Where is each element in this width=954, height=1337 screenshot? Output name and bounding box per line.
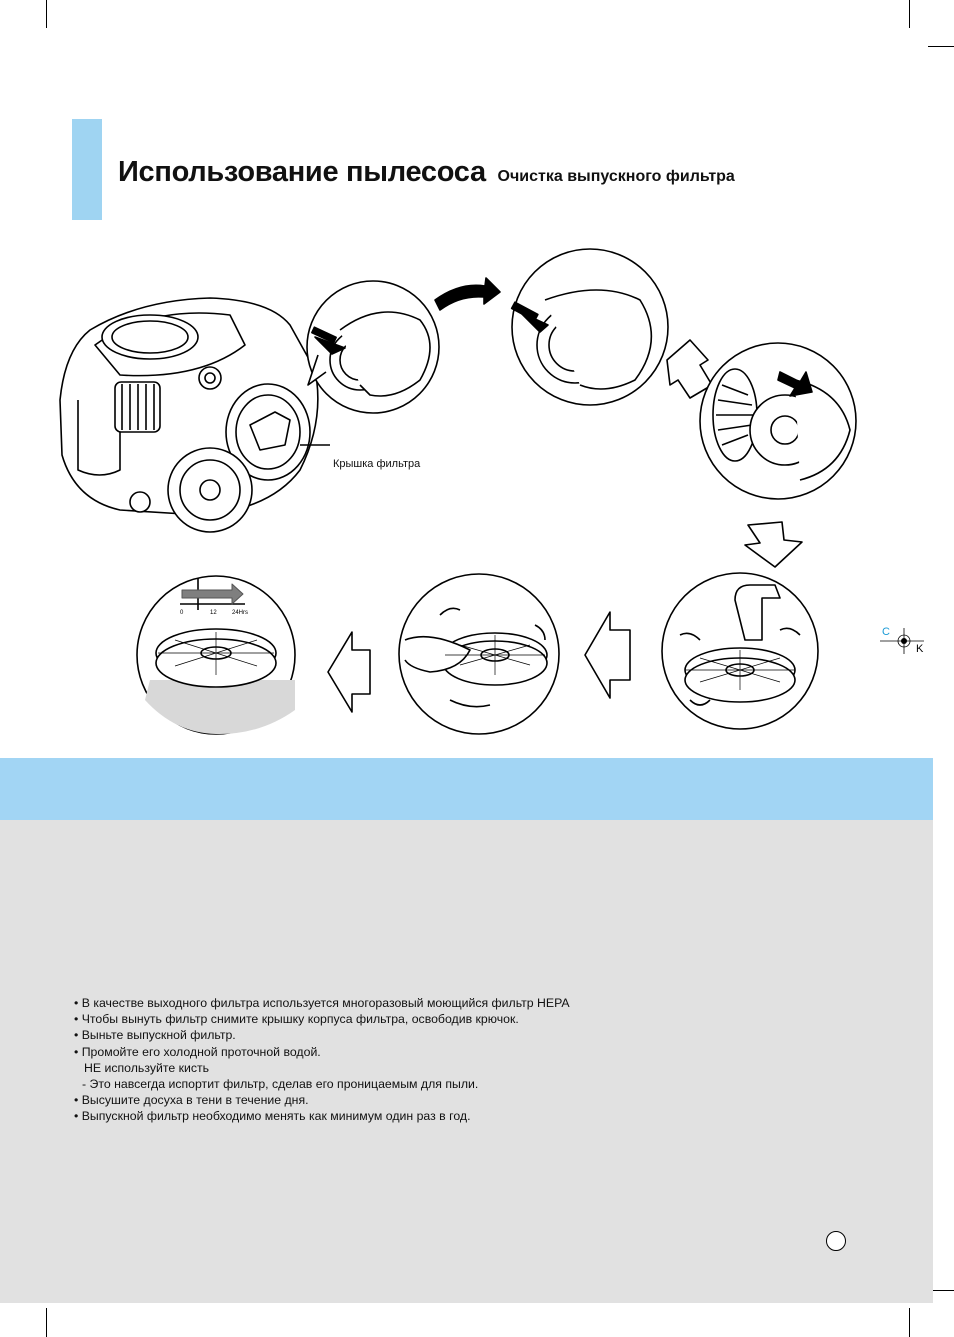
filter-cleaning-illustration: 0 12 24Hrs — [59, 248, 857, 735]
crop-mark — [46, 1308, 47, 1337]
page-number-circle — [826, 1231, 846, 1251]
registration-k-label: K — [916, 643, 924, 655]
list-item: • Выпускной фильтр необходимо менять как… — [74, 1109, 471, 1124]
timer-tick-0: 0 — [180, 610, 184, 616]
crop-mark — [928, 1290, 954, 1291]
timer-tick-24: 24Hrs — [232, 610, 248, 616]
section-header-band — [0, 758, 933, 820]
registration-c-label: C — [882, 626, 890, 638]
step-5-shake-filter — [398, 573, 560, 735]
registration-target-icon — [880, 628, 924, 654]
filter-cover-label: Крышка фильтра — [333, 458, 421, 470]
step-3-take-out-filter — [699, 342, 857, 500]
hollow-arrow-icon — [584, 611, 631, 699]
list-item: НЕ используйте кисть — [84, 1060, 210, 1075]
hollow-arrow-icon — [327, 631, 371, 713]
crop-mark — [909, 0, 910, 28]
curved-arrow-icon — [434, 277, 501, 311]
title-subtitle: Очистка выпускного фильтра — [497, 168, 735, 185]
list-item: • Промойте его холодной проточной водой. — [74, 1044, 321, 1059]
crop-mark — [928, 46, 954, 47]
title-main: Использование пылесоса — [118, 156, 486, 188]
list-item: - Это навсегда испортит фильтр, сделав е… — [82, 1077, 479, 1092]
crop-mark — [46, 0, 47, 28]
vacuum-cleaner-illustration — [59, 297, 319, 533]
instructions-panel — [0, 820, 933, 1303]
filter-pleats — [158, 632, 795, 690]
crop-mark — [909, 1308, 910, 1337]
step-1-release-hook — [306, 280, 440, 414]
instruction-list: • В качестве выходного фильтра используе… — [74, 995, 570, 1125]
hollow-arrow-icon — [744, 521, 803, 568]
title-accent-bar — [72, 119, 102, 220]
step-2-remove-cover — [510, 248, 669, 406]
hollow-arrow-icon — [666, 339, 713, 399]
list-item: • Выньте выпускной фильтр. — [74, 1028, 236, 1043]
list-item: • Чтобы вынуть фильтр снимите крышку кор… — [74, 1012, 519, 1027]
page-title: Использование пылесоса Очистка выпускног… — [118, 156, 735, 189]
timer-tick-12: 12 — [210, 610, 217, 616]
list-item: • Высушите досуха в тени в течение дня. — [74, 1093, 309, 1108]
list-item: • В качестве выходного фильтра используе… — [74, 996, 570, 1010]
